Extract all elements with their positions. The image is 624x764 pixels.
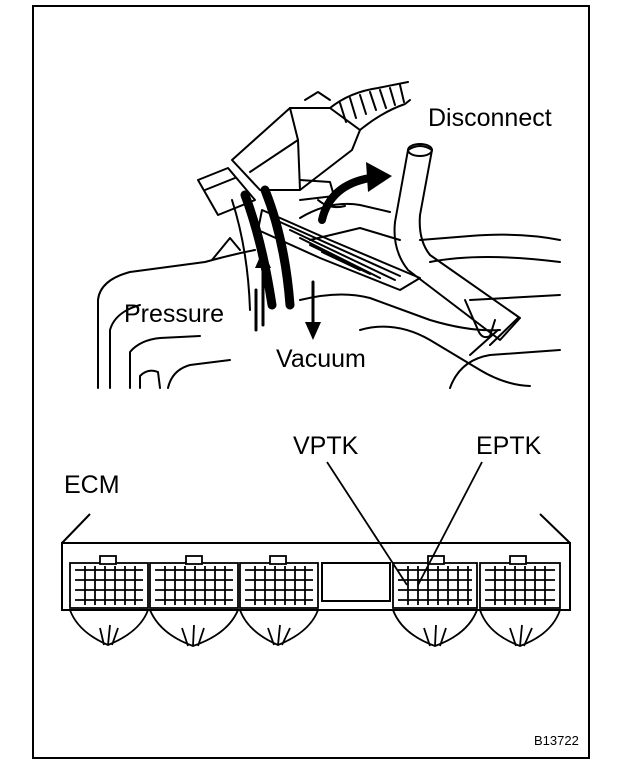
connector-5 [479, 555, 561, 609]
outer-border [32, 5, 590, 759]
label-vptk: VPTK [293, 432, 359, 460]
ecm-unit [61, 513, 571, 611]
ecm-connectors [69, 555, 561, 609]
connector-4 [392, 555, 478, 609]
connector-3 [239, 555, 319, 609]
connector-2 [149, 555, 239, 609]
leader-lines [326, 461, 483, 586]
label-vacuum: Vacuum [276, 345, 366, 373]
wire-bundles [69, 609, 561, 647]
label-disconnect: Disconnect [428, 104, 552, 132]
figure-id: B13722 [534, 733, 579, 748]
flow-arrows [254, 162, 392, 340]
label-ecm: ECM [64, 471, 120, 499]
label-eptk: EPTK [476, 432, 542, 460]
engine-illustration [97, 81, 561, 389]
connector-1 [69, 555, 149, 609]
label-pressure: Pressure [124, 300, 225, 328]
